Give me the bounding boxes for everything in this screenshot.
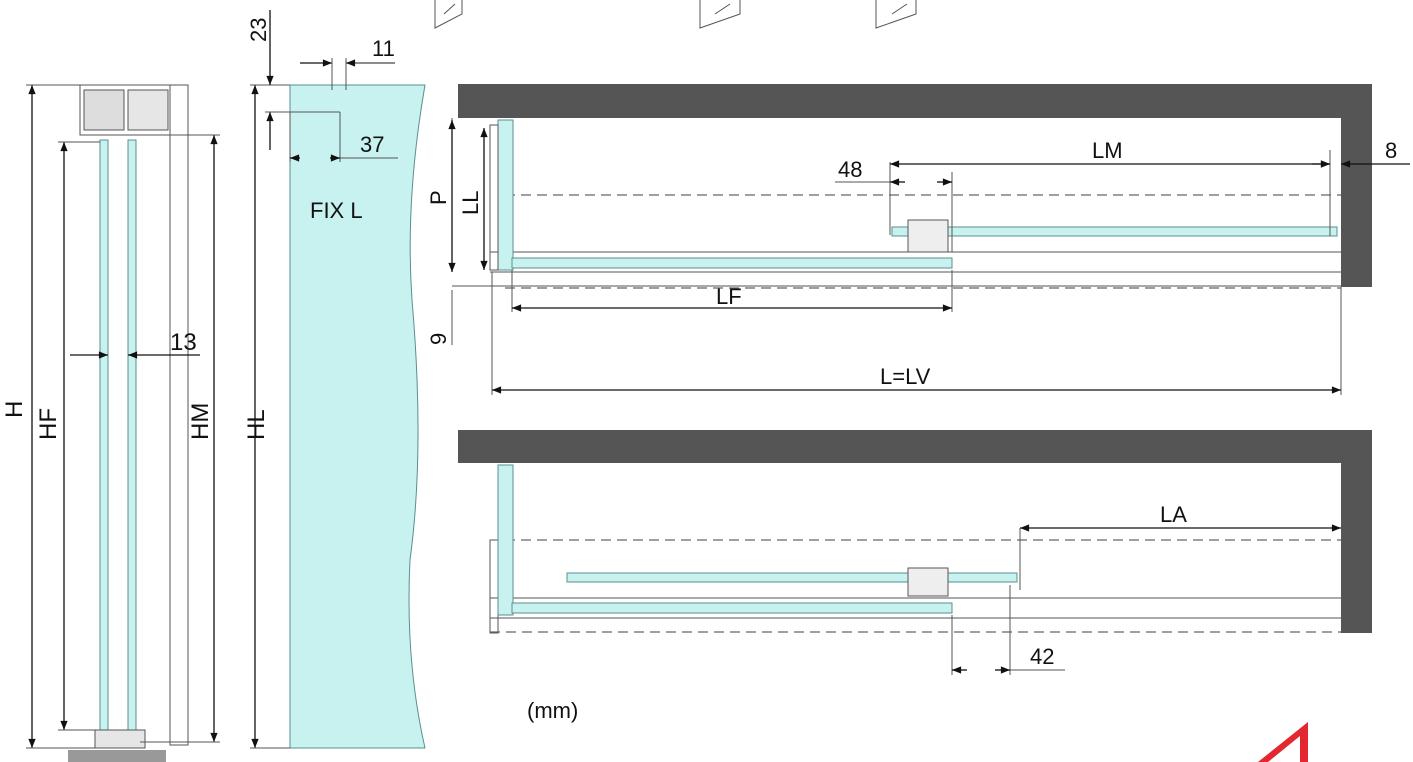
d37-label: 37 bbox=[360, 132, 384, 157]
side-glass bbox=[497, 119, 514, 271]
section-view: H HF HM 13 bbox=[1, 84, 220, 762]
floor bbox=[68, 750, 166, 762]
d8-label: 8 bbox=[1385, 138, 1397, 163]
roller-carriage-open bbox=[907, 567, 949, 597]
fixed-glass bbox=[99, 139, 109, 731]
glass-panel-icon bbox=[699, 0, 741, 29]
h-label: H bbox=[1, 401, 28, 418]
plan-view-closed: P LL 9 48 LM 8 LF L=LV bbox=[426, 84, 1410, 395]
moving-glass-open bbox=[566, 572, 1018, 583]
fixed-glass-open bbox=[511, 602, 953, 614]
hl-label: HL bbox=[243, 409, 270, 440]
hf-label: HF bbox=[35, 408, 62, 440]
l-lv-label: L=LV bbox=[880, 364, 931, 389]
moving-glass-plan bbox=[891, 226, 1338, 237]
lf-label: LF bbox=[716, 284, 742, 309]
p-label: P bbox=[426, 190, 451, 205]
lm-label: LM bbox=[1092, 138, 1123, 163]
d13-label: 13 bbox=[170, 329, 197, 356]
glass-panel-icon bbox=[434, 0, 463, 29]
la-label: LA bbox=[1160, 502, 1187, 527]
plan-view-open: LA 42 bbox=[458, 430, 1372, 675]
moving-glass bbox=[127, 139, 137, 731]
d48-label: 48 bbox=[838, 157, 862, 182]
ll-label: LL bbox=[458, 191, 483, 215]
hm-label: HM bbox=[187, 403, 214, 440]
d9-label: 9 bbox=[426, 333, 451, 345]
glass-panel-icon bbox=[875, 0, 917, 29]
d23-label: 23 bbox=[246, 18, 271, 42]
roller-carriage bbox=[907, 219, 949, 253]
d11-label: 11 bbox=[372, 36, 395, 61]
brand-logo-icon bbox=[1258, 722, 1308, 762]
d42-label: 42 bbox=[1030, 644, 1054, 669]
side-glass-open bbox=[497, 464, 514, 616]
fixed-glass-plan bbox=[511, 257, 953, 269]
unit-label: (mm) bbox=[527, 698, 578, 723]
fix-l-label: FIX L bbox=[310, 198, 363, 223]
fix-l-panel: FIX L HL 23 11 37 bbox=[243, 10, 426, 749]
